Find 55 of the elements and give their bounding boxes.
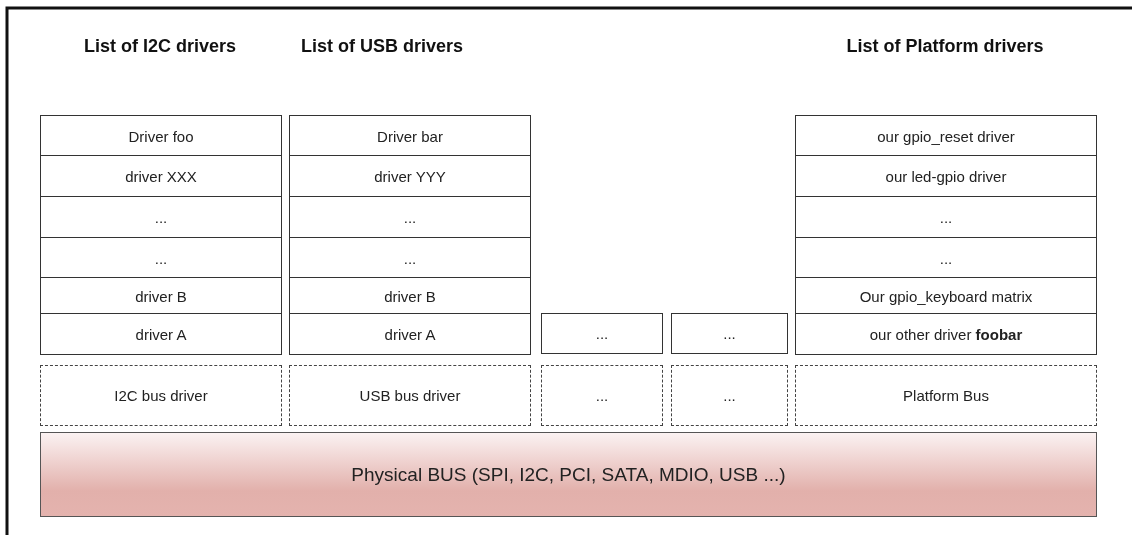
cell-text: driver XXX <box>125 168 197 185</box>
cell-text: ... <box>154 209 168 226</box>
driver-cell <box>40 313 282 355</box>
cell-text: ... <box>939 249 953 267</box>
bus-driver-box <box>289 365 531 426</box>
cell-text: ... <box>403 249 417 267</box>
driver-cell <box>541 313 663 354</box>
driver-cell <box>795 196 1097 239</box>
column-heading: List of Platform drivers <box>846 36 1044 57</box>
bus-driver-box <box>671 365 788 426</box>
bus-driver-box <box>541 365 663 426</box>
cell-text: ... <box>723 387 736 404</box>
cell-text: Our gpio_keyboard matrix <box>859 287 1033 305</box>
cell-text: driver YYY <box>374 168 446 185</box>
cell-text: driver A <box>135 325 187 343</box>
driver-cell <box>40 237 282 279</box>
column-heading: List of I2C drivers <box>84 36 236 57</box>
driver-cell <box>795 155 1097 198</box>
cell-text: USB bus driver <box>359 387 461 404</box>
column-heading: List of USB drivers <box>301 36 463 57</box>
cell-text: I2C bus driver <box>114 387 208 404</box>
driver-cell <box>40 115 282 157</box>
driver-cell <box>795 277 1097 315</box>
cell-text: driver A <box>384 325 436 343</box>
physical-bus-bar <box>40 432 1097 517</box>
cell-text: ... <box>939 209 953 226</box>
bus-driver-box <box>795 365 1097 426</box>
cell-text: driver B <box>135 287 187 305</box>
driver-cell <box>40 196 282 239</box>
cell-text: ... <box>154 249 168 267</box>
driver-cell <box>289 115 531 157</box>
driver-cell <box>289 155 531 198</box>
cell-text: our gpio_reset driver <box>877 127 1015 145</box>
bus-driver-box <box>40 365 282 426</box>
cell-text: ... <box>723 325 736 342</box>
cell-text: our led-gpio driver <box>885 168 1007 185</box>
driver-cell <box>795 115 1097 157</box>
driver-cell <box>795 237 1097 279</box>
driver-cell <box>40 277 282 315</box>
driver-cell <box>289 313 531 355</box>
driver-cell <box>795 313 1097 355</box>
cell-text: Driver bar <box>377 127 443 145</box>
cell-text: driver B <box>384 287 436 305</box>
cell-text: Platform Bus <box>903 387 989 404</box>
driver-cell <box>289 277 531 315</box>
driver-cell <box>671 313 788 354</box>
cell-text: our other driver foobar <box>869 325 1023 343</box>
driver-cell <box>289 237 531 279</box>
driver-cell <box>289 196 531 239</box>
driver-cell <box>40 155 282 198</box>
cell-text: ... <box>403 209 417 226</box>
cell-text: Physical BUS (SPI, I2C, PCI, SATA, MDIO, USB ...) <box>351 463 786 486</box>
cell-text: ... <box>595 387 609 404</box>
cell-text: Driver foo <box>128 127 194 145</box>
cell-text: ... <box>595 325 609 342</box>
